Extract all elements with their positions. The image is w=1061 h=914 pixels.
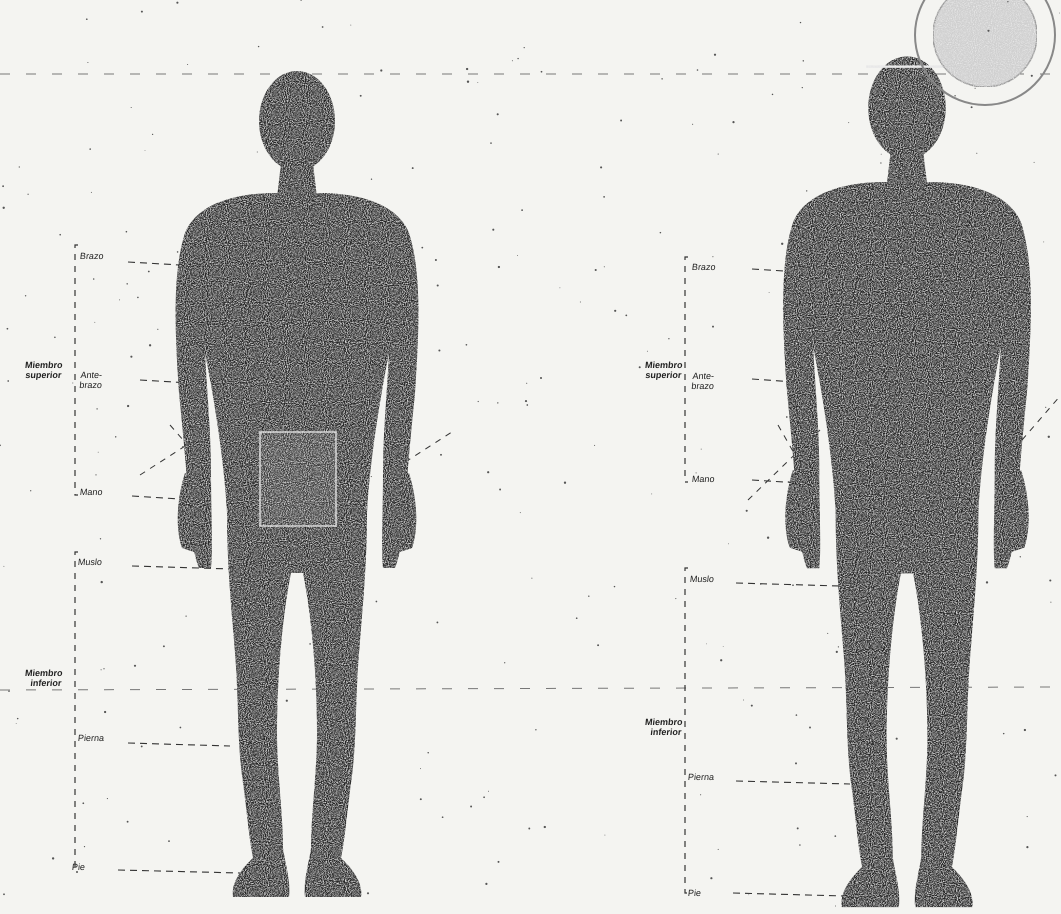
leader-line [736,781,850,784]
pointer-line [1022,395,1061,440]
bracket-miembro-superior [685,257,688,482]
leader-line [132,566,232,569]
label-pierna-posterior: Pierna [687,772,714,782]
figure-posterior [783,56,1031,907]
label-miembro-inferior-anterior: Miembro inferior [1,668,63,688]
leader-line [128,262,180,265]
label-pierna-anterior: Pierna [77,733,104,743]
leader-line [132,496,180,499]
leader-line [736,583,840,586]
figure-anterior [176,71,419,897]
label-miembro-superior-anterior: Miembro superior [1,360,63,380]
bracket-miembro-inferior [685,568,688,893]
label-brazo-anterior: Brazo [79,251,104,261]
label-muslo-anterior: Muslo [77,557,102,567]
bracket-miembro-superior [75,245,78,495]
leader-line [733,893,845,896]
label-mano-anterior: Mano [79,487,103,497]
bracket-miembro-inferior [75,552,78,872]
label-pie-anterior: Pie [71,862,85,872]
label-antebrazo-anterior: Ante- brazo [79,370,104,390]
label-miembro-inferior-posterior: Miembro inferior [619,717,683,737]
label-miembro-superior-posterior: Miembro superior [619,360,683,380]
label-antebrazo-posterior: Ante- brazo [691,371,716,391]
label-muslo-posterior: Muslo [689,574,714,584]
modesty-patch [260,432,336,526]
label-pie-posterior: Pie [687,888,701,898]
label-mano-posterior: Mano [691,474,715,484]
leader-line [128,743,230,746]
guide-line [0,687,1061,690]
label-brazo-posterior: Brazo [691,262,716,272]
leader-line [118,870,240,873]
